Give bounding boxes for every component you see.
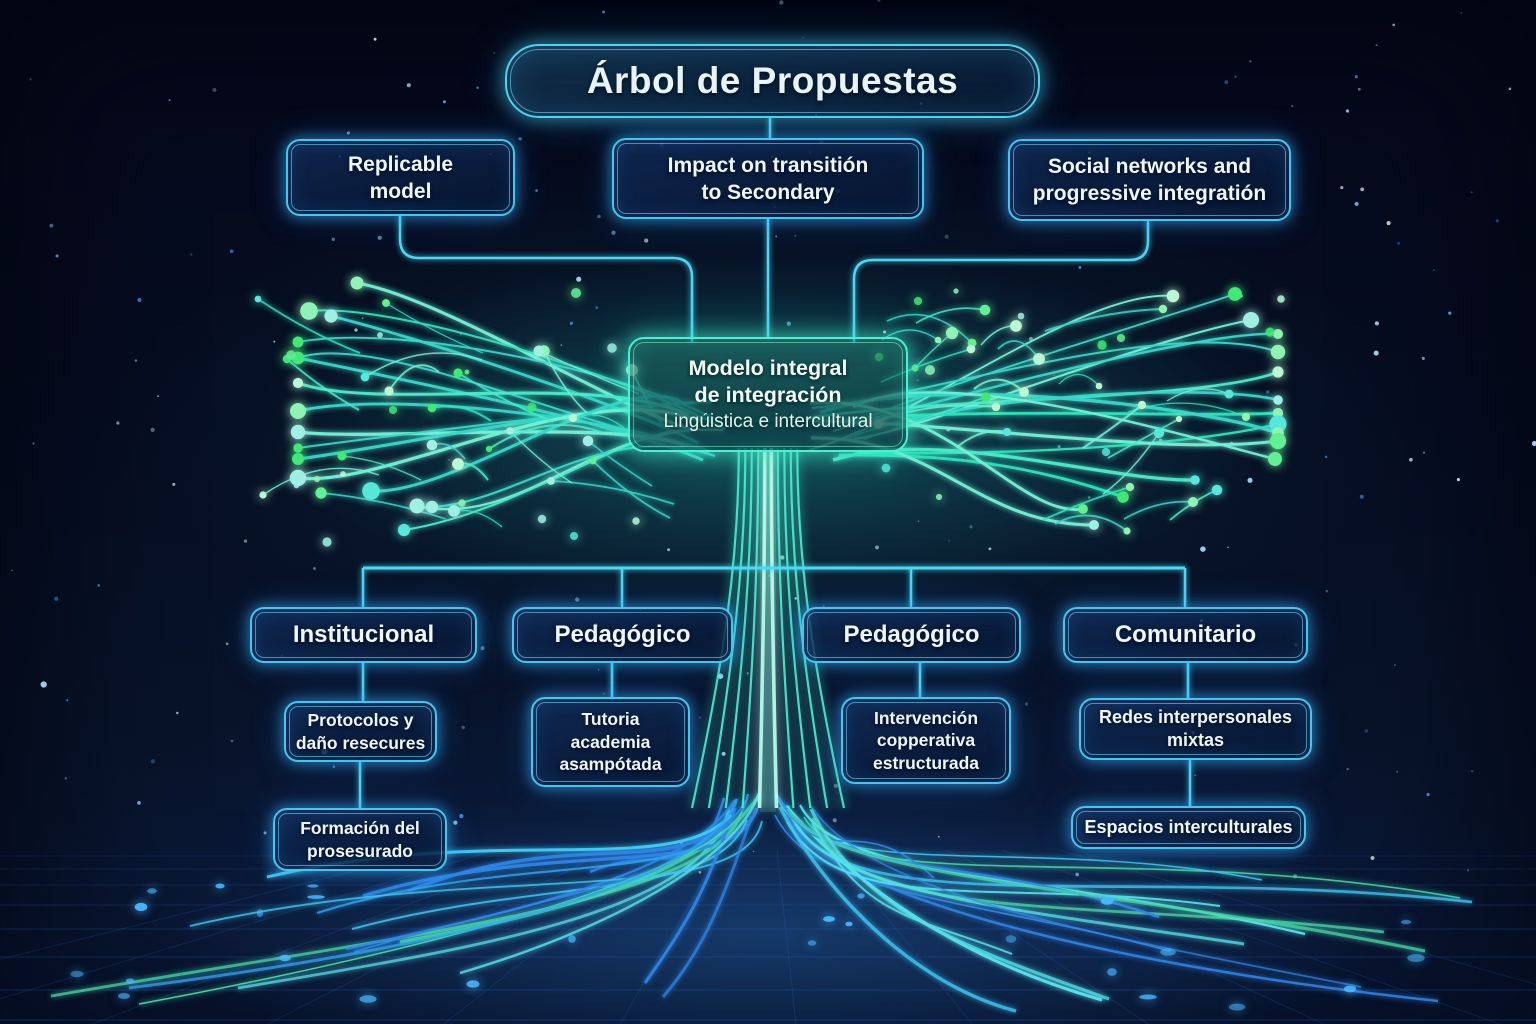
node-label: Pedagógico	[554, 621, 691, 648]
node-espacios-interculturales: Espacios interculturales	[1071, 806, 1306, 849]
page-title-box: Árbol de Propuestas	[505, 44, 1040, 118]
node-label: Replicable	[347, 152, 454, 176]
node-label: Modelo integral	[688, 356, 848, 380]
node-institucional: Institucional	[250, 607, 477, 663]
node-intervencion: Intervención copperativa estructurada	[841, 697, 1011, 784]
node-label: estructurada	[872, 752, 979, 773]
node-label: Espacios interculturales	[1084, 817, 1293, 837]
node-formacion-profesorado: Formación del prosesurado	[273, 808, 447, 871]
node-label: model	[369, 179, 432, 203]
node-replicable-model: Replicable model	[286, 139, 515, 216]
node-label: daño resecures	[295, 732, 426, 753]
node-central-model: Modelo integral de integración Lingúisti…	[628, 337, 908, 452]
node-impact-transition: Impact on transitión to Secondary	[612, 138, 924, 219]
tree-leaf-nodes	[254, 276, 1287, 547]
node-label: to Secondary	[701, 180, 835, 204]
node-label: asampótada	[559, 754, 662, 775]
node-label: Institucional	[292, 621, 435, 648]
node-pedagogico-1: Pedagógico	[512, 607, 733, 663]
node-label: progressive integratión	[1032, 182, 1267, 205]
connector-lines	[358, 117, 1192, 808]
node-label: Tutoria	[581, 709, 640, 730]
node-comunitario: Comunitario	[1063, 607, 1308, 663]
node-redes-mixtas: Redes interpersonales mixtas	[1079, 698, 1312, 760]
node-label: Lingúistica e intercultural	[663, 411, 873, 432]
node-label: Redes interpersonales	[1098, 707, 1293, 727]
node-label: Protocolos y	[307, 710, 414, 730]
node-label: copperativa	[876, 730, 976, 751]
node-label: prosesurado	[307, 840, 413, 861]
node-protocolos: Protocolos y daño resecures	[284, 701, 437, 762]
connector-social-to-center	[852, 221, 1150, 342]
node-tutoria: Tutoria academia asampótada	[531, 697, 690, 787]
node-label: Social networks and	[1047, 155, 1252, 178]
grid-floor	[0, 849, 1536, 1024]
node-label: Intervención	[873, 707, 979, 728]
node-label: Pedagógico	[843, 621, 980, 648]
connector-replicable-to-center	[398, 216, 694, 342]
node-label: mixtas	[1166, 730, 1225, 750]
floor-particles	[70, 883, 1425, 1011]
node-label: Impact on transitión	[667, 153, 869, 177]
node-label: academia	[570, 731, 651, 752]
node-label: Comunitario	[1114, 621, 1257, 648]
node-label: de integración	[694, 383, 842, 407]
node-label: Formación del	[300, 818, 420, 838]
node-social-networks: Social networks and progressive integrat…	[1008, 139, 1291, 221]
page-title: Árbol de Propuestas	[586, 60, 959, 101]
node-pedagogico-2: Pedagógico	[802, 607, 1021, 663]
